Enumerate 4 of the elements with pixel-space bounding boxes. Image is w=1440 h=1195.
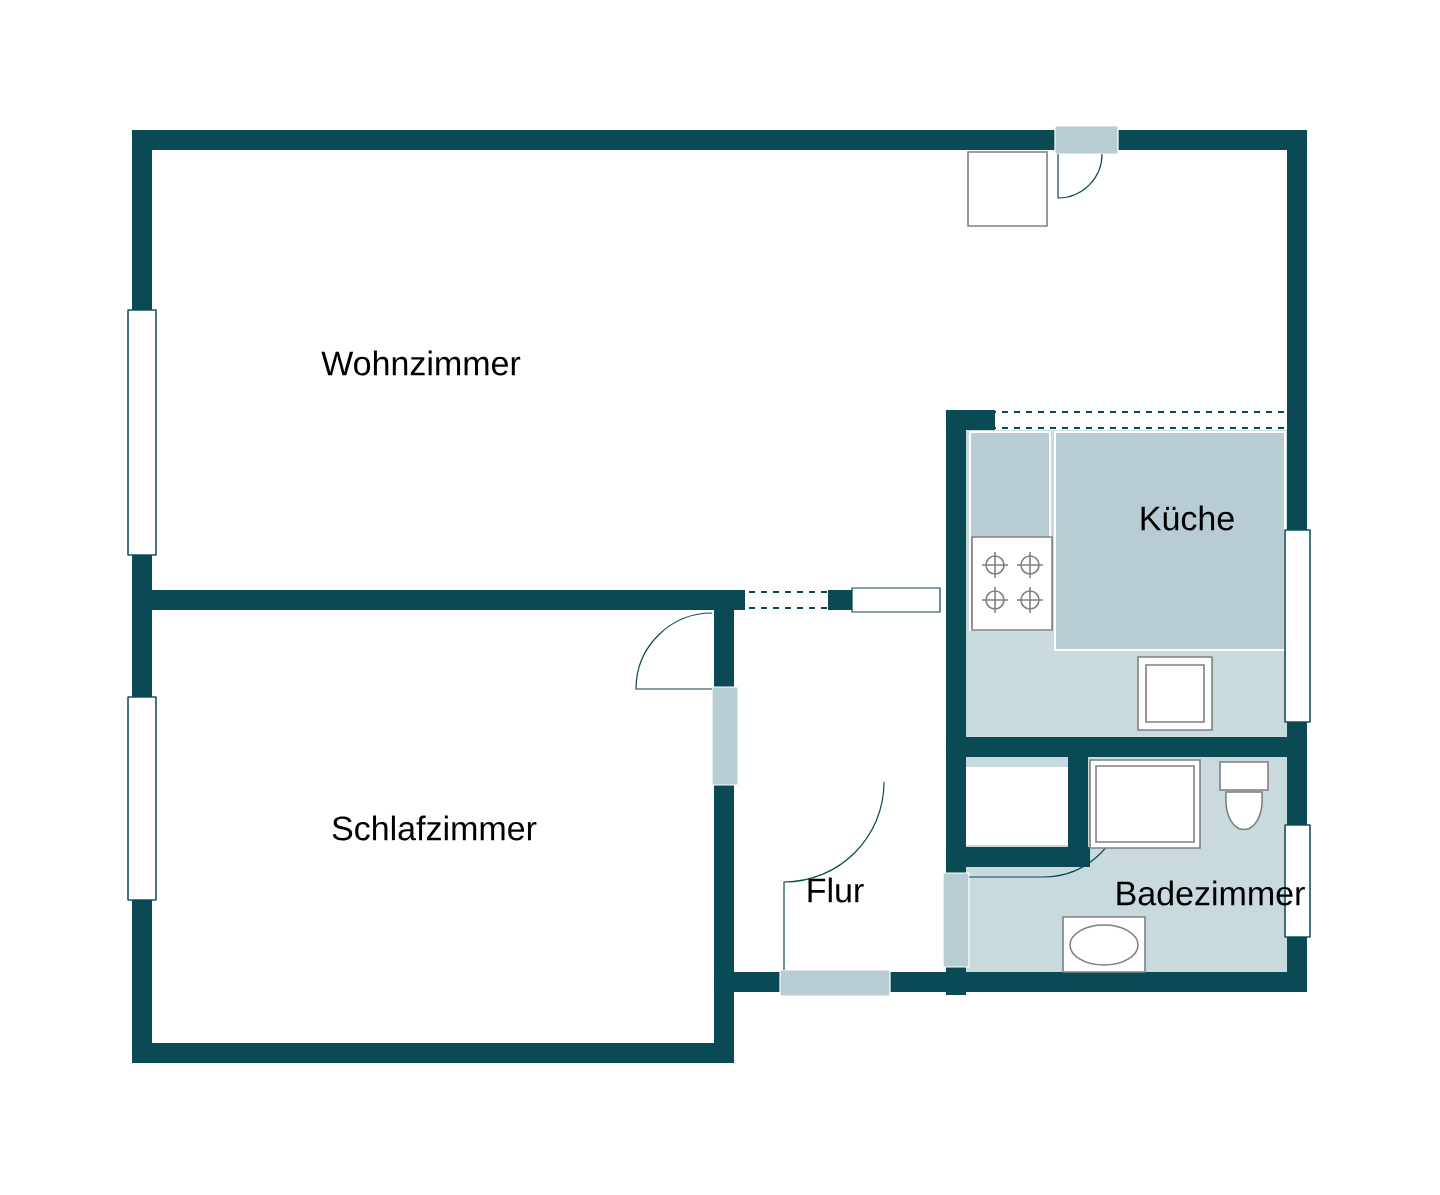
room-label: Küche [1141,505,1234,531]
room-label: Schlafzimmer [332,815,537,841]
room-label: Wohnzimmer [321,350,521,376]
room-label: Flur [808,877,864,903]
